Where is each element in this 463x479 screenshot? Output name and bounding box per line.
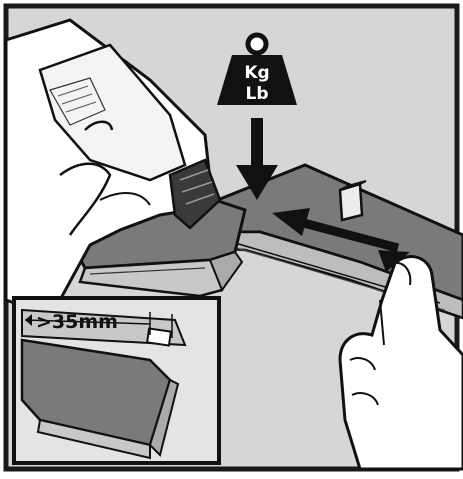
weight-label-lb: Lb (245, 84, 268, 104)
weight-label-kg: Kg (244, 63, 269, 83)
measurement-label: >35mm (36, 311, 118, 333)
inset-detail: >35mm (14, 298, 219, 463)
